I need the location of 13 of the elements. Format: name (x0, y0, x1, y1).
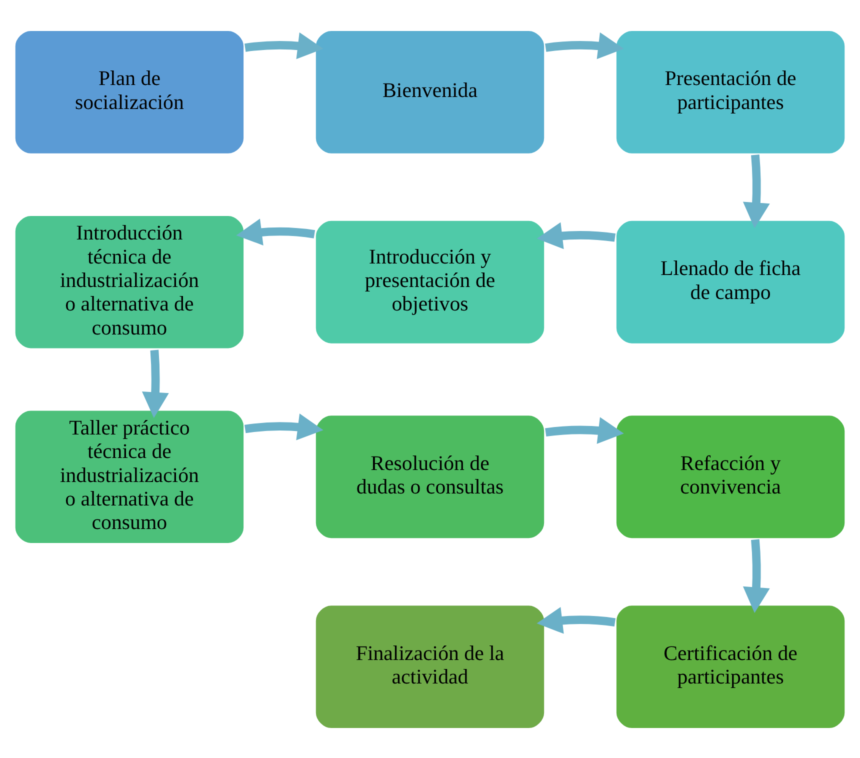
arrow (142, 349, 169, 418)
arrow (536, 606, 616, 634)
arrow (742, 154, 770, 228)
node-box: Introducción y presentación de objetivos (313, 218, 547, 346)
arrow (244, 413, 324, 440)
arrow (545, 32, 624, 59)
arrow (236, 218, 316, 245)
arrow (545, 416, 624, 444)
node-box: Llenado de ficha de campo (614, 218, 848, 346)
arrow (244, 32, 324, 59)
arrow (742, 538, 770, 612)
node-box: Taller práctico técnica de industrialización o alternativa de consumo (12, 408, 246, 546)
arrow (536, 222, 616, 249)
